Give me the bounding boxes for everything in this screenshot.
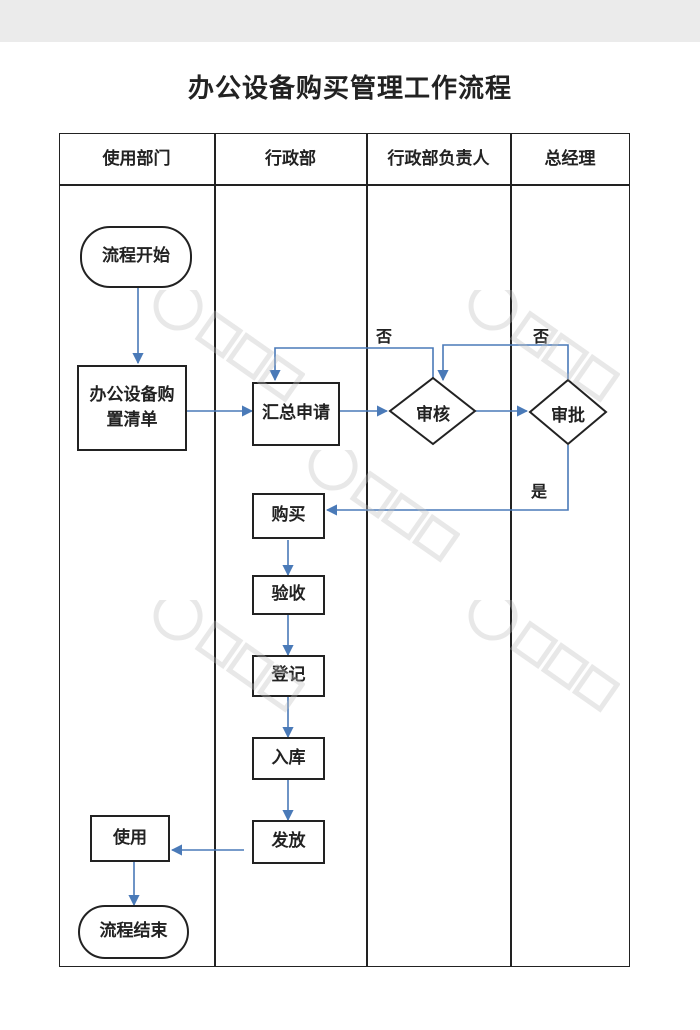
lane-header-admin-head: 行政部负责人 bbox=[387, 149, 490, 169]
lane-divider-2 bbox=[366, 133, 368, 967]
summary-node: 汇总申请 bbox=[252, 382, 340, 446]
review-no-label: 否 bbox=[376, 327, 393, 346]
purchase-list-node: 办公设备购置清单 bbox=[77, 365, 187, 451]
purchase-node: 购买 bbox=[252, 493, 325, 539]
start-node: 流程开始 bbox=[80, 226, 192, 288]
review-diamond bbox=[388, 376, 477, 446]
accept-node: 验收 bbox=[252, 575, 325, 615]
lane-header-gm: 总经理 bbox=[544, 149, 596, 169]
page-title: 办公设备购买管理工作流程 bbox=[187, 74, 512, 104]
edge-approve-no bbox=[437, 344, 569, 382]
approve-label: 审批 bbox=[551, 406, 585, 426]
lane-header-admin-dept: 行政部 bbox=[265, 149, 316, 169]
use-node: 使用 bbox=[90, 815, 170, 862]
register-node: 登记 bbox=[252, 655, 325, 697]
swimlane-table bbox=[59, 133, 630, 967]
header-divider bbox=[59, 184, 630, 186]
issue-node: 发放 bbox=[252, 820, 325, 864]
approve-diamond bbox=[528, 378, 608, 446]
top-bar bbox=[0, 0, 700, 42]
approve-no-label: 否 bbox=[533, 327, 550, 346]
end-node: 流程结束 bbox=[78, 905, 189, 959]
stock-node: 入库 bbox=[252, 737, 325, 780]
approve-yes-label: 是 bbox=[531, 482, 548, 501]
edge-approve-yes bbox=[325, 445, 569, 516]
review-label: 审核 bbox=[416, 405, 450, 425]
lane-divider-1 bbox=[214, 133, 216, 967]
lane-divider-3 bbox=[510, 133, 512, 967]
lane-header-user-dept: 使用部门 bbox=[102, 149, 171, 169]
edge-review-no bbox=[269, 347, 434, 382]
